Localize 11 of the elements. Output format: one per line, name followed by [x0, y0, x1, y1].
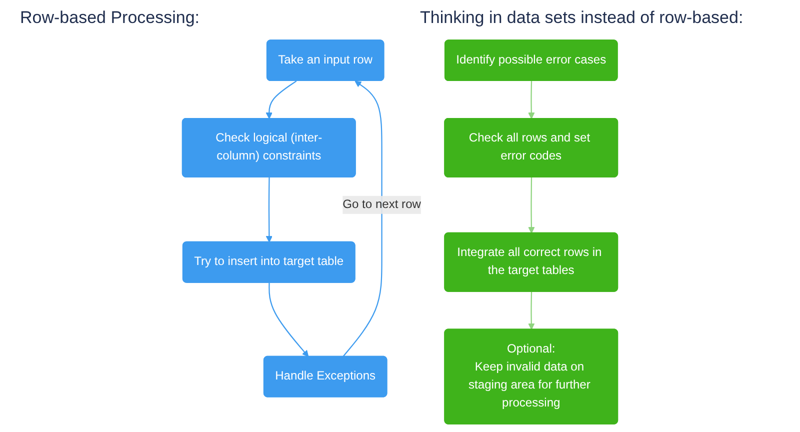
- process-box: Check all rows and set error codes: [444, 118, 618, 178]
- section-heading: Thinking in data sets instead of row-based:: [419, 7, 744, 29]
- process-box: Check logical (inter-column) constraints: [182, 118, 356, 178]
- process-box: Try to insert into target table: [182, 241, 356, 283]
- edge-label: Go to next row: [342, 196, 421, 214]
- process-box: Handle Exceptions: [263, 356, 388, 398]
- section-heading: Row-based Processing:: [19, 7, 201, 29]
- process-box: Identify possible error cases: [444, 40, 618, 82]
- process-box: Take an input row: [266, 40, 384, 82]
- process-box: Optional: Keep invalid data on staging area for further processing: [444, 328, 618, 424]
- process-box: Integrate all correct rows in the target tables: [444, 232, 618, 292]
